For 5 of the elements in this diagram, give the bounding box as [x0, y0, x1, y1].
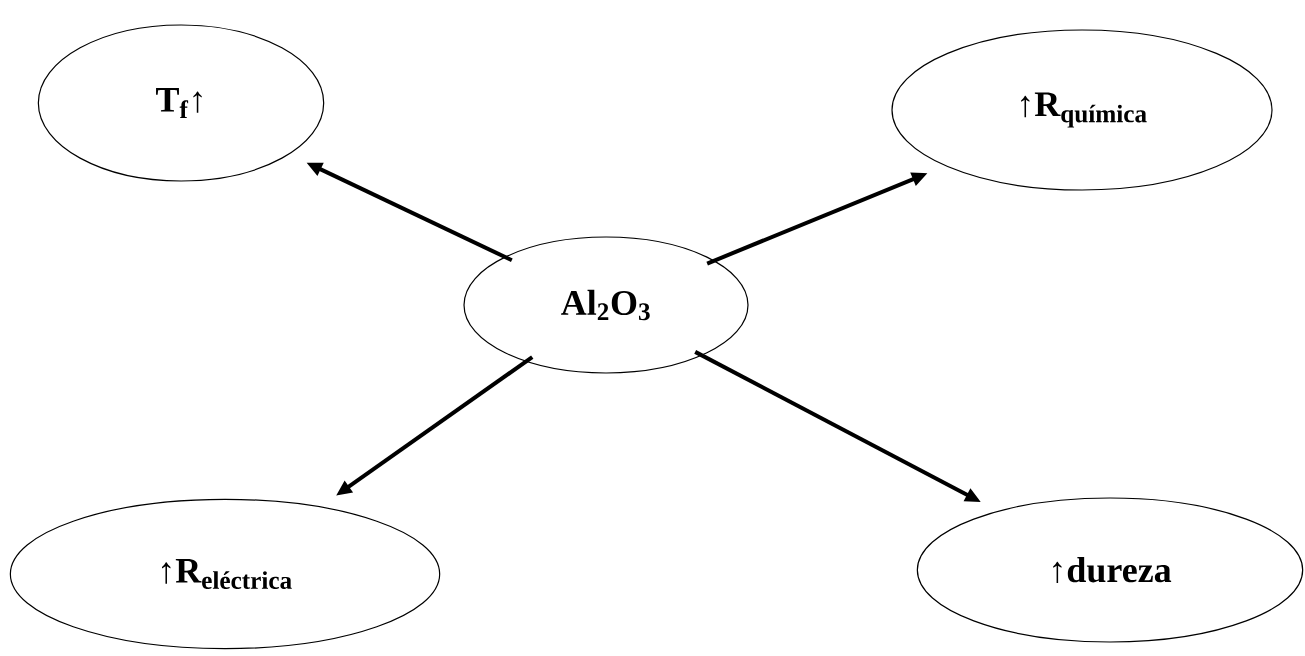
ellipse-node: ↑dureza: [916, 497, 1304, 643]
ellipse-node: $\textbf{↑R}_{\textbf{química}}$: [891, 29, 1273, 191]
ellipse-node: $\textbf{↑R}_{\textbf{eléctrica}}$: [9, 498, 441, 650]
ellipse-node: T$_{f}$↑: [37, 24, 325, 182]
ellipse-node: Al$_{2}$O$_{3}$: [463, 236, 749, 374]
